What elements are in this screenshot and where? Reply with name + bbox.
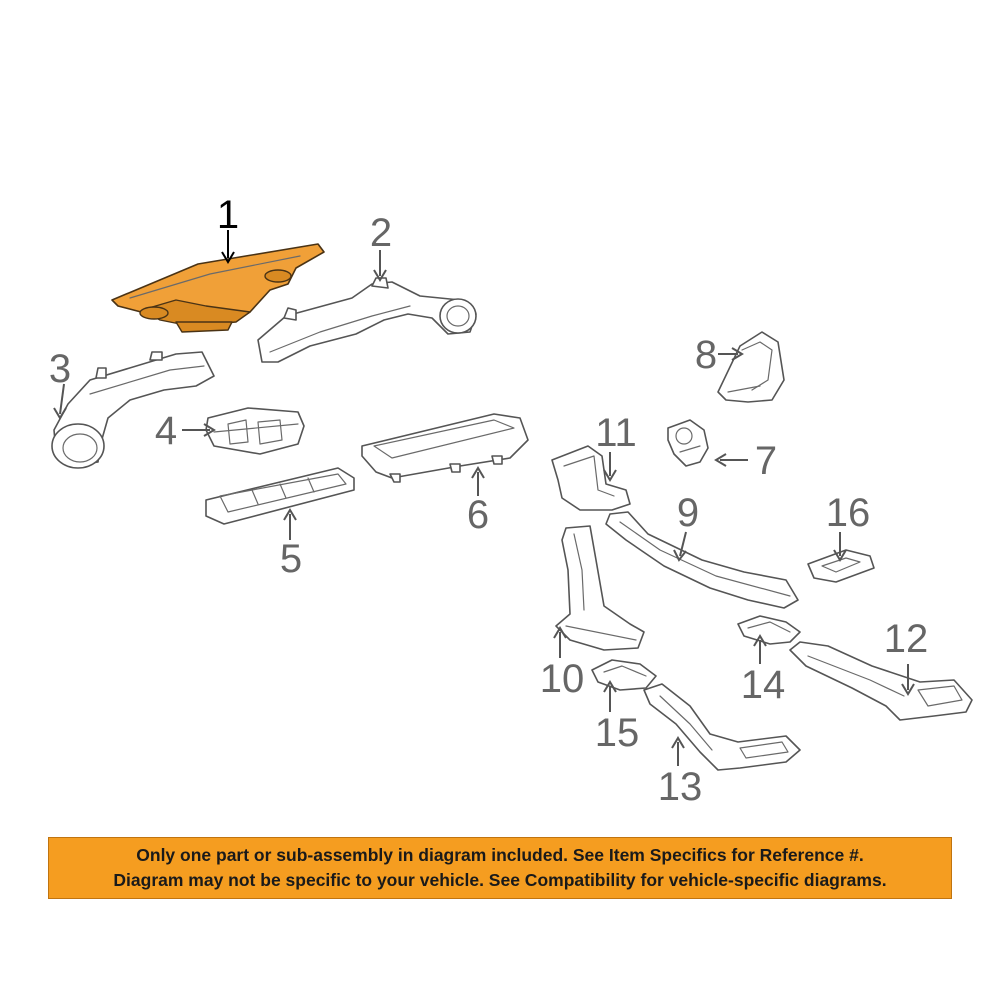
- leader-5-arrow: [283, 508, 297, 521]
- leader-16-arrow: [833, 549, 847, 562]
- callout-16: 16: [826, 491, 871, 535]
- leader-3: [59, 383, 65, 415]
- part-8-connector[interactable]: [717, 331, 785, 403]
- callout-12: 12: [884, 617, 929, 661]
- part-12-duct[interactable]: [789, 641, 973, 721]
- callout-9: 9: [677, 491, 699, 535]
- callout-10: 10: [540, 657, 585, 701]
- part-4-vent[interactable]: [205, 407, 305, 455]
- leader-lines: [53, 230, 915, 766]
- callout-labels: 1 2 3 4 5 6 7 8 9 10 11 12 13 14 15 16: [49, 193, 928, 809]
- leader-8-arrow: [731, 347, 744, 361]
- callout-5: 5: [280, 537, 302, 581]
- leader-9-arrow: [673, 549, 687, 562]
- leader-14-arrow: [753, 634, 767, 647]
- part-13-duct[interactable]: [643, 683, 801, 771]
- part-15-connector[interactable]: [591, 659, 657, 691]
- part-1-duct-highlighted[interactable]: [111, 243, 325, 333]
- part-9-duct[interactable]: [605, 511, 799, 609]
- callout-15: 15: [595, 711, 640, 755]
- part-11-duct[interactable]: [551, 445, 631, 511]
- callout-4: 4: [155, 409, 177, 453]
- callout-2: 2: [370, 211, 392, 255]
- leader-11-arrow: [603, 469, 617, 482]
- leader-15-arrow: [603, 680, 617, 693]
- leader-6-arrow: [471, 466, 485, 479]
- part-14-connector[interactable]: [737, 615, 801, 645]
- callout-11: 11: [595, 411, 637, 455]
- notice-line-2: Diagram may not be specific to your vehi…: [113, 870, 887, 890]
- callout-8: 8: [695, 333, 717, 377]
- callout-13: 13: [658, 765, 703, 809]
- part-10-duct[interactable]: [555, 525, 645, 651]
- part-2-duct[interactable]: [257, 277, 477, 363]
- leader-1-arrow: [221, 251, 235, 264]
- notice-banner: Only one part or sub-assembly in diagram…: [48, 837, 952, 899]
- leader-7-arrow: [714, 453, 727, 467]
- part-7-connector[interactable]: [667, 419, 709, 467]
- notice-line-1: Only one part or sub-assembly in diagram…: [136, 845, 864, 865]
- callout-6: 6: [467, 493, 489, 537]
- leader-12-arrow: [901, 683, 915, 696]
- callout-7: 7: [755, 439, 777, 483]
- part-3-duct[interactable]: [51, 351, 215, 469]
- leader-3-arrow: [53, 407, 67, 420]
- callout-14: 14: [741, 663, 786, 707]
- callout-3: 3: [49, 347, 71, 391]
- part-6-grille[interactable]: [361, 413, 529, 483]
- leader-13-arrow: [671, 736, 685, 749]
- leader-9: [679, 531, 687, 557]
- part-5-grille[interactable]: [205, 467, 355, 525]
- leader-4-arrow: [203, 423, 216, 437]
- callout-1: 1: [217, 193, 239, 237]
- leader-10-arrow: [553, 626, 567, 639]
- leader-2-arrow: [373, 269, 387, 282]
